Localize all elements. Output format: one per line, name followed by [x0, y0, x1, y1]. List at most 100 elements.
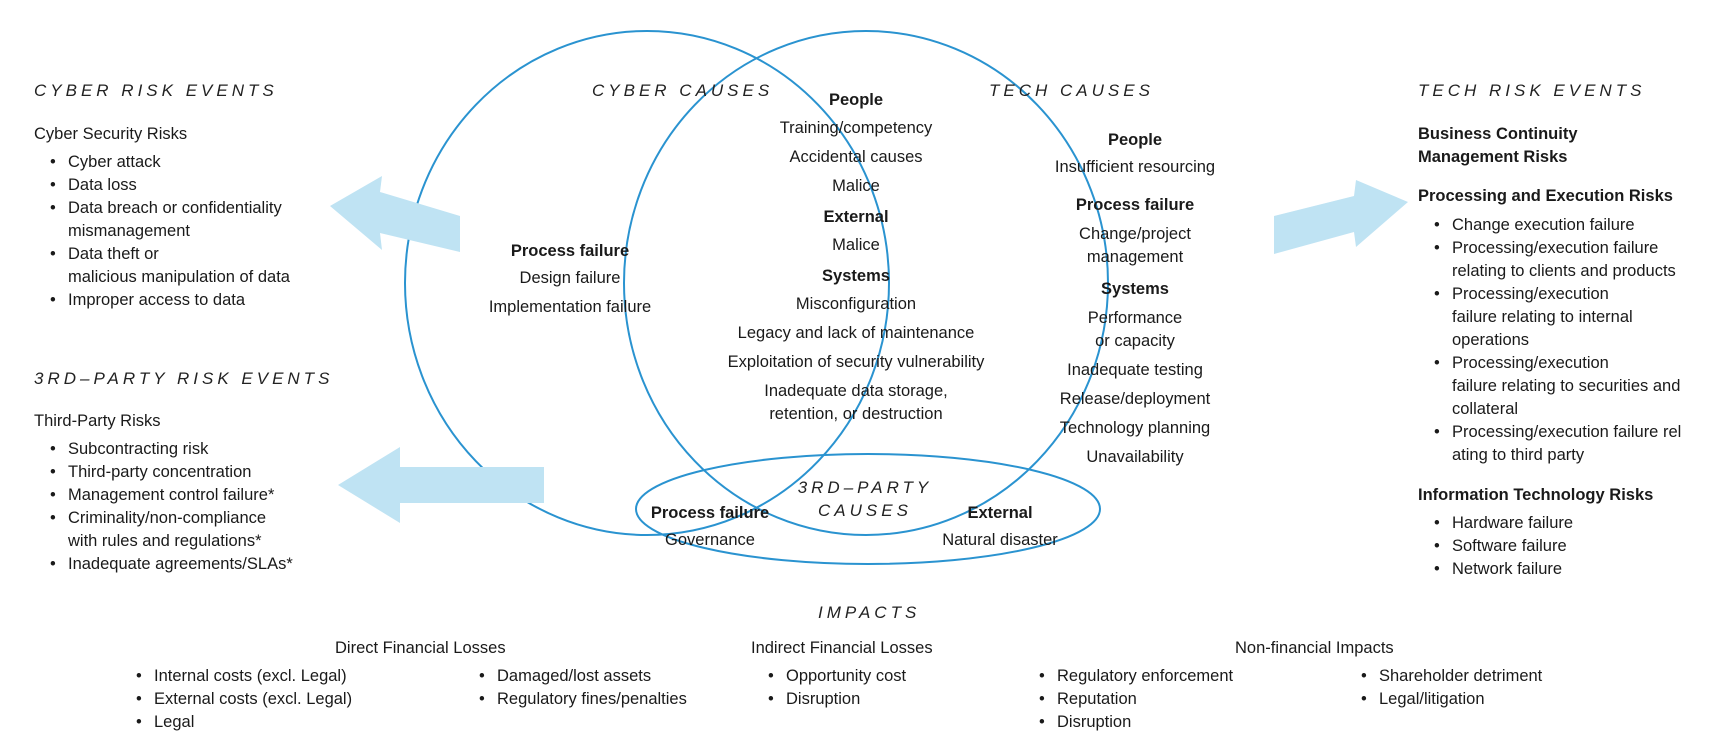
- list-item: Damaged/lost assets: [475, 665, 735, 688]
- systems-title: Systems: [1101, 280, 1169, 298]
- list-item: Disruption: [764, 688, 984, 711]
- list-item: collateral: [1452, 400, 1519, 418]
- cause-item: Design failure: [519, 269, 621, 287]
- list-item: Processing/execution failure: [1418, 237, 1718, 260]
- heading-line: CAUSES: [818, 501, 912, 520]
- cause-item: Accidental causes: [789, 148, 923, 166]
- list-item: Criminality/non-compliance: [34, 507, 354, 530]
- list-item: Processing/execution: [1418, 283, 1718, 306]
- cause-item: retention, or destruction: [769, 405, 943, 423]
- list-item: Data theft or: [34, 243, 354, 266]
- list-item: Data loss: [34, 174, 354, 197]
- direct-losses-col1: Internal costs (excl. Legal) External co…: [132, 665, 452, 734]
- impacts-heading: IMPACTS: [818, 603, 921, 622]
- cause-item: Malice: [832, 177, 880, 195]
- list-item: Change execution failure: [1418, 214, 1718, 237]
- third-party-risk-list: Subcontracting risk Third-party concentr…: [34, 438, 354, 576]
- cause-item: Implementation failure: [488, 298, 652, 316]
- cause-item: Exploitation of security vulnerability: [727, 353, 985, 371]
- list-item: Disruption: [1035, 711, 1295, 734]
- tech-causes-heading: TECH CAUSES: [989, 81, 1154, 100]
- list-item: Regulatory fines/penalties: [475, 688, 735, 711]
- cause-item: Release/deployment: [1059, 390, 1211, 408]
- cause-item: Unavailability: [1086, 448, 1184, 466]
- cause-item: Change/project: [1079, 225, 1191, 243]
- list-item: Cyber attack: [34, 151, 354, 174]
- list-item: Internal costs (excl. Legal): [132, 665, 452, 688]
- list-item: Software failure: [1418, 535, 1718, 558]
- cause-item: Training/competency: [779, 119, 933, 137]
- cause-item: Governance: [665, 531, 755, 549]
- cause-item: Insufficient resourcing: [1054, 158, 1216, 176]
- cyber-causes-heading: CYBER CAUSES: [592, 81, 774, 100]
- non-financial-impacts-title: Non-financial Impacts: [1235, 639, 1394, 657]
- external-title: External: [967, 504, 1033, 522]
- people-title: People: [828, 91, 884, 109]
- third-party-external-group: External Natural disaster: [915, 502, 1085, 552]
- cause-item: Inadequate testing: [1067, 361, 1203, 379]
- list-item: failure relating to securities and: [1452, 377, 1681, 395]
- external-title: External: [823, 208, 889, 226]
- third-party-causes-heading: 3RD–PARTY CAUSES: [770, 478, 960, 521]
- list-item: Processing/execution: [1418, 352, 1718, 375]
- list-item: failure relating to internal: [1452, 308, 1633, 326]
- third-party-causes-ellipse: [635, 453, 1101, 565]
- list-item: Management control failure*: [34, 484, 354, 507]
- list-item: operations: [1452, 331, 1530, 349]
- arrow-to-cyber-risk-events: [330, 176, 460, 252]
- heading-line: 3RD–PARTY: [797, 478, 933, 497]
- indirect-financial-losses-title: Indirect Financial Losses: [751, 639, 933, 657]
- cause-item: Technology planning: [1059, 419, 1211, 437]
- list-item: Regulatory enforcement: [1035, 665, 1295, 688]
- cause-item: Natural disaster: [942, 531, 1058, 549]
- process-failure-title: Process failure: [1075, 196, 1195, 214]
- list-item: Data breach or confidentiality: [34, 197, 354, 220]
- systems-title: Systems: [822, 267, 890, 285]
- list-item: Legal/litigation: [1357, 688, 1617, 711]
- list-item: Processing/execution failure rel: [1418, 421, 1718, 444]
- list-item: ating to third party: [1452, 446, 1585, 464]
- non-financial-col2: Shareholder detriment Legal/litigation: [1357, 665, 1617, 711]
- list-item: malicious manipulation of data: [68, 268, 290, 286]
- cause-item: Performance: [1087, 309, 1183, 327]
- list-item: Subcontracting risk: [34, 438, 354, 461]
- third-party-risks-title: Third-Party Risks: [34, 412, 161, 430]
- tech-causes-group: People Insufficient resourcing Process f…: [1035, 129, 1235, 469]
- people-title: People: [1107, 131, 1163, 149]
- cyber-risk-list: Cyber attack Data loss Data breach or co…: [34, 151, 354, 312]
- information-technology-list: Hardware failure Software failure Networ…: [1418, 512, 1718, 581]
- list-item: Opportunity cost: [764, 665, 984, 688]
- shared-causes-group: People Training/competency Accidental ca…: [706, 89, 1006, 426]
- cause-item: Inadequate data storage,: [764, 382, 948, 400]
- list-item: mismanagement: [68, 222, 190, 240]
- cyber-risk-events-heading: CYBER RISK EVENTS: [34, 81, 278, 100]
- list-item: Inadequate agreements/SLAs*: [34, 553, 354, 576]
- direct-financial-losses-title: Direct Financial Losses: [335, 639, 506, 657]
- third-party-process-failure-group: Process failure Governance: [625, 502, 795, 552]
- list-item: Hardware failure: [1418, 512, 1718, 535]
- list-item: Shareholder detriment: [1357, 665, 1617, 688]
- list-item: Improper access to data: [34, 289, 354, 312]
- list-item: Reputation: [1035, 688, 1295, 711]
- title-line: Business Continuity: [1418, 125, 1578, 143]
- cause-item: or capacity: [1095, 332, 1175, 350]
- cyber-causes-circle: [404, 30, 890, 536]
- information-technology-title: Information Technology Risks: [1418, 486, 1654, 504]
- list-item: Network failure: [1418, 558, 1718, 581]
- list-item: Third-party concentration: [34, 461, 354, 484]
- list-item: External costs (excl. Legal): [132, 688, 452, 711]
- third-party-risk-events-heading: 3RD–PARTY RISK EVENTS: [34, 369, 334, 388]
- processing-execution-title: Processing and Execution Risks: [1418, 187, 1673, 205]
- cause-item: Misconfiguration: [795, 295, 917, 313]
- list-item: Legal: [132, 711, 452, 734]
- arrow-to-third-party-risk-events: [338, 447, 544, 523]
- tech-risk-events-heading: TECH RISK EVENTS: [1418, 81, 1646, 100]
- direct-losses-col2: Damaged/lost assets Regulatory fines/pen…: [475, 665, 735, 711]
- process-failure-title: Process failure: [650, 504, 770, 522]
- process-failure-title: Process failure: [510, 242, 630, 260]
- cause-item: Legacy and lack of maintenance: [737, 324, 975, 342]
- list-item: with rules and regulations*: [68, 532, 262, 550]
- cause-item: management: [1086, 248, 1184, 266]
- title-line: Management Risks: [1418, 148, 1568, 166]
